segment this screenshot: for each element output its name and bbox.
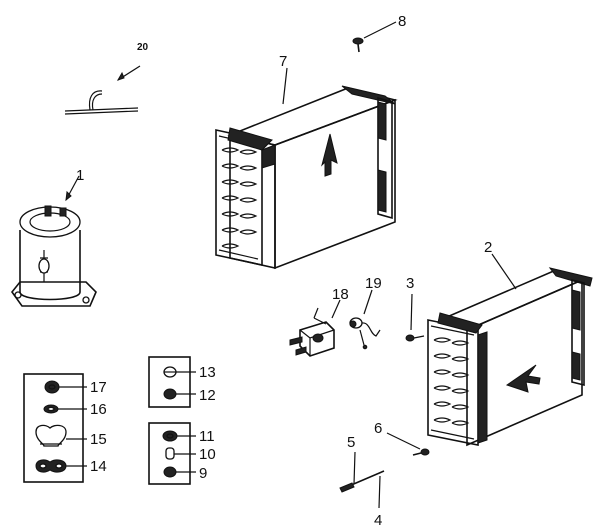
label-18: 18: [332, 286, 349, 303]
hardware-box-12-13: [148, 356, 196, 408]
label-2: 2: [484, 239, 492, 256]
label-12: 12: [199, 387, 216, 404]
part-19-capacitor: [349, 289, 381, 350]
label-14: 14: [90, 458, 107, 475]
label-20: 20: [137, 42, 149, 53]
part-20-tube: [64, 65, 141, 115]
label-17: 17: [90, 379, 107, 396]
label-15: 15: [90, 431, 107, 448]
part-3-screw: [405, 293, 425, 342]
label-7: 7: [279, 53, 287, 70]
hardware-box-14-17: [23, 373, 87, 483]
label-19: 19: [365, 275, 382, 292]
label-3: 3: [406, 275, 414, 292]
part-6-screw: [386, 432, 430, 456]
label-5: 5: [347, 434, 355, 451]
part-8-screw: [352, 21, 397, 53]
label-8: 8: [398, 13, 406, 30]
label-4: 4: [374, 512, 382, 529]
part-7-condenser-coil: [215, 67, 398, 270]
part-4-5-rod: [339, 451, 385, 509]
label-1: 1: [76, 167, 84, 184]
label-11: 11: [199, 428, 215, 445]
label-13: 13: [199, 364, 216, 381]
label-16: 16: [90, 401, 107, 418]
label-6: 6: [374, 420, 382, 437]
label-9: 9: [199, 465, 207, 482]
part-18-switch: [289, 299, 341, 357]
label-10: 10: [199, 446, 216, 463]
part-2-evaporator-coil: [427, 253, 593, 447]
hardware-box-9-11: [148, 422, 196, 485]
part-1-compressor: [10, 175, 97, 307]
